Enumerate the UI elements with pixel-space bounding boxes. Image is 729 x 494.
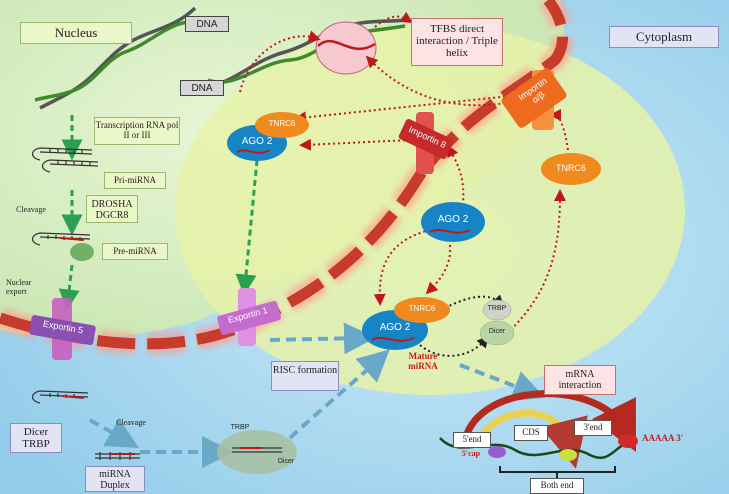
exportin5-channel [29, 298, 96, 360]
mature-mirna-label: Mature miRNA [408, 351, 438, 371]
tfbs-blob [315, 21, 377, 75]
tnrc6-cyto-label: TNRC6 [555, 163, 586, 173]
nucleus-label: Nucleus [20, 22, 132, 44]
polya-label: AAAAA 3' [642, 433, 684, 443]
tnrc6-risc-label: TNRC6 [408, 304, 436, 313]
dicer-small-label: Dicer [488, 328, 506, 335]
mirna-duplex-label: miRNA Duplex [85, 466, 145, 492]
dna-top-label: DNA [185, 16, 229, 32]
biogenesis-arrows [58, 115, 260, 311]
cyto-pre-mirna [31, 390, 89, 404]
importin-ab-channel [501, 68, 567, 130]
nuclear-export-label: Nuclear export [6, 278, 32, 296]
risc-arrows [89, 322, 545, 468]
pre-mirna-hairpin [31, 232, 91, 246]
dicer-trbp-label: Dicer TRBP [10, 423, 62, 453]
tnrc6-nucleus-label: TNRC6 [268, 119, 296, 128]
trbp-small-label: TRBP [487, 305, 507, 312]
tnrc6-cytoplasm [541, 153, 601, 185]
mirna-duplex-shape [95, 452, 140, 460]
transcription-label: Transcription RNA pol II or III [94, 117, 180, 145]
tnrc6-nucleus [255, 112, 309, 138]
pri-mirna-hairpin [31, 147, 99, 173]
importin8-channel [398, 112, 454, 174]
five-cap-label: 5'cap [461, 449, 481, 458]
cleavage-label-1: Cleavage [16, 205, 46, 214]
trbp-complex-label: TRBP [230, 424, 250, 431]
exportin1-channel [217, 288, 281, 346]
five-cap-dot [488, 446, 506, 458]
three-end-label: 3'end [574, 420, 612, 436]
polya-dot [618, 434, 638, 448]
triple-helix [317, 39, 376, 51]
mrna-arc-red [461, 390, 636, 452]
pre-mirna-label: Pre-miRNA [102, 243, 168, 260]
tnrc6-risc [394, 297, 450, 323]
cds-dot [559, 449, 577, 461]
risc-formation-label: RISC formation [271, 361, 339, 391]
ago2-cytoplasm [421, 202, 485, 242]
cytoplasm-label: Cytoplasm [609, 26, 719, 48]
mrna-arc-yellow [471, 409, 588, 469]
drosha-label: DROSHA DGCR8 [86, 195, 138, 223]
five-end-label: 5'end [453, 432, 491, 448]
ago2-nucleus-label: AGO 2 [241, 136, 273, 147]
dicer-small [479, 320, 515, 346]
both-end-bracket [499, 466, 616, 478]
trbp-small [482, 299, 512, 321]
pri-mirna-label: Pri-miRNA [104, 172, 166, 189]
ran-gtp [70, 243, 94, 261]
cds-label: CDS [514, 425, 548, 441]
cleavage-label-2: Cleavage [116, 418, 146, 427]
ago2-risc-label: AGO 2 [379, 322, 411, 333]
mrna-interaction-label: mRNA interaction [544, 365, 616, 395]
tfbs-label: TFBS direct interaction / Triple helix [411, 18, 503, 66]
nuclear-membrane [0, 0, 569, 350]
both-end-label: Both end [530, 478, 584, 494]
ago2-cyto-label: AGO 2 [437, 214, 469, 225]
dicer-complex-label: Dicer [277, 458, 295, 465]
dna-mid-label: DNA [180, 80, 224, 96]
